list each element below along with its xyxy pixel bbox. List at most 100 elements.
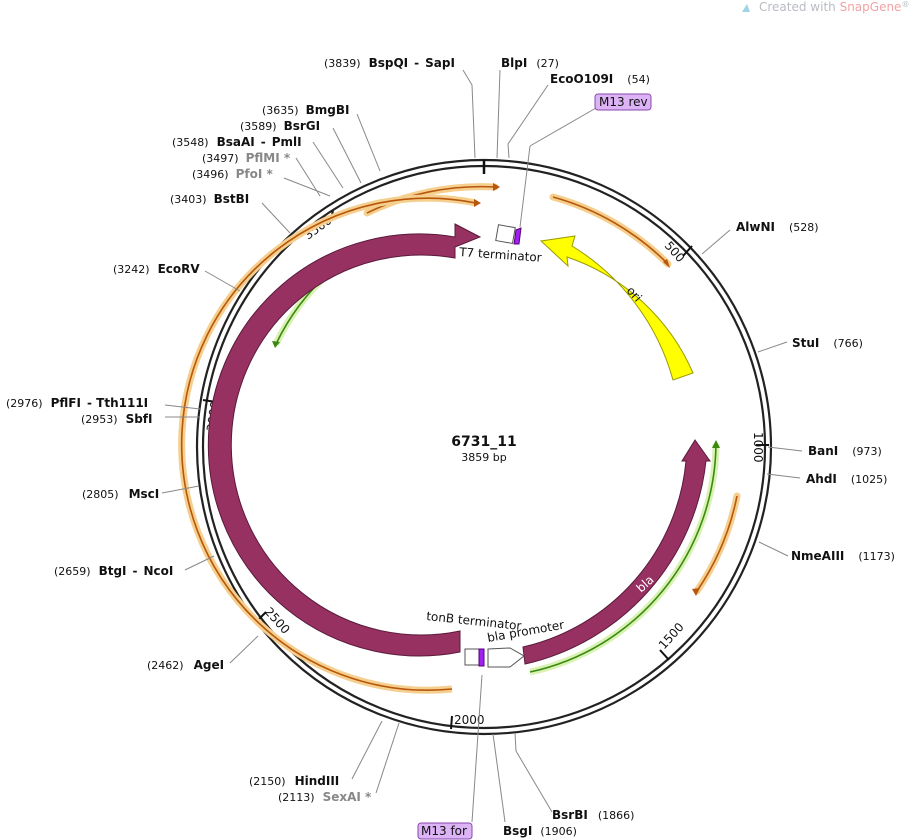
tick-mark-2500	[257, 611, 267, 621]
site-bmgbi[interactable]: (3635)BmgBI	[262, 103, 349, 117]
site-pfoi[interactable]: (3496)PfoI *	[192, 167, 273, 181]
site-pflmi[interactable]: (3497)PflMI *	[202, 151, 291, 165]
green-arrow-right	[529, 443, 717, 673]
bla-feature-arrow[interactable]	[522, 439, 711, 665]
leader-msci	[161, 485, 200, 494]
m13-rev-site-marker	[513, 227, 522, 245]
leader-sexai	[375, 722, 400, 794]
site-ecoo109i-pos: (54)	[627, 73, 650, 86]
leader-agei	[229, 635, 259, 664]
leader-bsrgi	[332, 127, 362, 184]
site-blpi-pos: (27)	[536, 57, 559, 70]
leader-alwni	[701, 229, 731, 255]
t7-terminator-box[interactable]	[495, 224, 516, 245]
leader-pflmi	[295, 157, 321, 197]
site-alwni[interactable]: AlwNI(528)	[736, 220, 819, 234]
site-bspqi[interactable]: (3839)BspQI-SapI	[324, 56, 455, 70]
site-msci[interactable]: (2805)MscI	[82, 487, 159, 501]
leader-stui	[757, 341, 788, 353]
site-nmeaiii[interactable]: NmeAIII(1173)	[791, 549, 895, 563]
walk-feature-arrow[interactable]	[207, 223, 482, 657]
primer-m13-for[interactable]: M13 for	[417, 674, 483, 840]
plasmid-length: 3859 bp	[461, 451, 506, 464]
t7-terminator-label: T7 terminator	[458, 245, 542, 265]
orf-arrowhead-top	[493, 183, 500, 191]
bla-promoter-arrow[interactable]	[487, 647, 525, 668]
green-arrowhead-right	[712, 440, 720, 448]
leader-blpi	[496, 69, 501, 159]
site-bani[interactable]: BanI(973)	[808, 444, 882, 458]
orf-arrow-lower-right	[696, 495, 738, 592]
site-agei[interactable]: (2462)AgeI	[147, 658, 224, 672]
watermark-prefix: Created with	[759, 0, 840, 14]
site-hindiii[interactable]: (2150)HindIII	[249, 774, 339, 788]
leader-pfoi	[283, 177, 331, 197]
tick-mark-500	[682, 245, 693, 257]
ori-feature-arrow[interactable]	[539, 235, 694, 381]
watermark-brand: SnapGene	[840, 0, 902, 14]
site-bsrgi[interactable]: (3589)BsrGI	[240, 119, 320, 133]
site-leader-lines	[161, 69, 803, 823]
orf-arrowhead-left-inner	[474, 199, 481, 207]
site-ecoo109i-name: EcoO109I	[550, 72, 613, 86]
site-blpi-name: BlpI	[501, 56, 527, 70]
site-ecorv[interactable]: (3242)EcoRV	[113, 262, 200, 276]
orf-arrowhead-lower-right	[692, 588, 700, 596]
site-bsgi[interactable]: BsgI(1906)	[503, 824, 577, 838]
site-labels: (3839)BspQI-SapI BlpI (27) EcoO109I (54) (…	[6, 56, 895, 838]
leader-bsgi	[492, 733, 506, 823]
watermark: Created with SnapGene®	[742, 0, 909, 14]
orf-arrow-top	[366, 185, 496, 214]
site-bsrbi[interactable]: BsrBI(1866)	[552, 808, 634, 822]
m13-for-site-marker	[478, 648, 485, 667]
site-btgi[interactable]: (2659)BtgI-NcoI	[54, 564, 173, 578]
leader-hindiii	[351, 720, 383, 780]
orf-arrow-left-inner	[180, 197, 477, 692]
site-bspqi-name: BspQI	[369, 56, 409, 70]
primer-m13-rev-leader	[529, 107, 597, 147]
leader-bspqi	[462, 69, 476, 159]
primer-m13-for-box	[417, 822, 473, 840]
leader-btgi	[184, 555, 215, 571]
site-pflfi[interactable]: (2976)PflFI-Tth111I	[6, 396, 148, 410]
tick-mark-2000	[450, 715, 453, 730]
tick-mark-1500	[659, 649, 670, 661]
primer-m13-for-label: M13 for	[421, 824, 467, 838]
leader-pflfi	[164, 404, 201, 410]
site-bstbi[interactable]: (3403)BstBI	[170, 192, 249, 206]
svg-text:Created with SnapGene®: Created with SnapGene®	[759, 0, 909, 14]
site-sexai[interactable]: (2113)SexAI *	[278, 790, 372, 804]
site-ecoo109i[interactable]: EcoO109I (54)	[550, 72, 650, 86]
tonb-terminator-box[interactable]	[464, 648, 480, 666]
primer-m13-for-leader	[471, 674, 483, 823]
primer-m13-rev-label: M13 rev	[599, 95, 648, 109]
leader-bstbi	[261, 202, 291, 234]
leader-bmgbi	[356, 113, 381, 172]
site-blpi[interactable]: BlpI (27)	[501, 56, 559, 70]
site-bsaai[interactable]: (3548)BsaAI-PmlI	[172, 135, 302, 149]
leader-ahdi	[766, 473, 801, 479]
site-ahdi[interactable]: AhdI(1025)	[806, 472, 887, 486]
green-arrowhead-left	[272, 341, 280, 348]
site-sbfi[interactable]: (2953)SbfI	[81, 412, 153, 426]
leader-ecoo109i	[507, 84, 549, 159]
primer-m13-rev-box	[594, 93, 652, 111]
primer-m13-rev[interactable]: M13 rev	[519, 93, 652, 228]
plasmid-name: 6731_11	[451, 434, 516, 450]
walk-label: walK	[267, 425, 287, 457]
primer-m13-rev-leader-in	[519, 145, 531, 228]
tick-label-1000: 1000	[751, 432, 765, 463]
site-stui[interactable]: StuI(766)	[792, 336, 863, 350]
orf-arrowhead-right	[663, 259, 670, 268]
leader-bsrbi	[514, 732, 553, 813]
site-bspqi-name2: SapI	[425, 56, 455, 70]
leader-nmeaiii	[758, 541, 789, 557]
orf-arrow-right	[552, 196, 669, 265]
leader-bani	[767, 446, 803, 452]
watermark-reg: ®	[901, 0, 909, 9]
leader-bsaai	[312, 141, 344, 189]
snapgene-logo-icon	[742, 4, 750, 12]
leader-ecorv	[204, 270, 241, 292]
tick-label-2000: 2000	[454, 713, 485, 727]
